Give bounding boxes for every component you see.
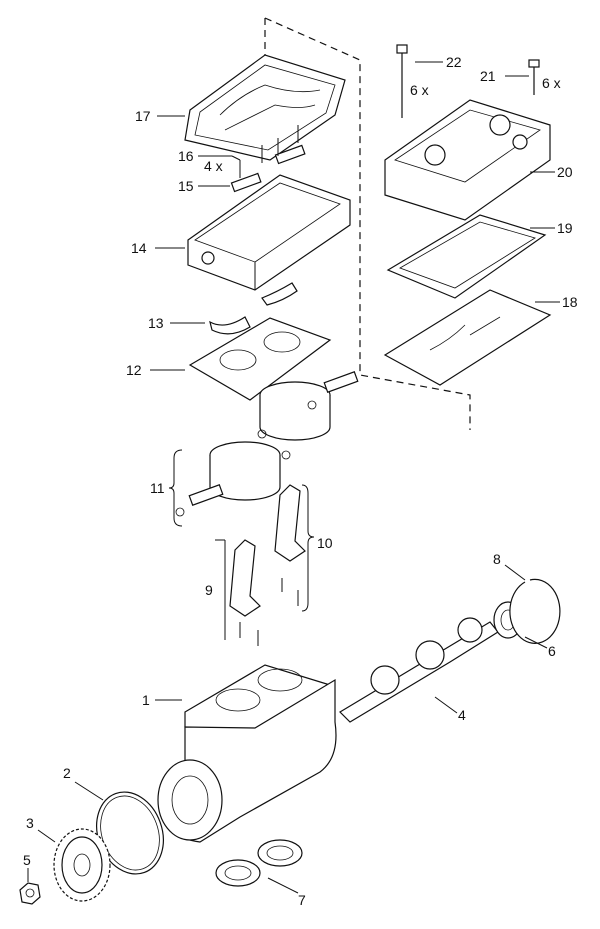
- part-15-clamp-plates: [230, 144, 306, 193]
- dashed-group-outline: [264, 17, 471, 430]
- label-16: 16: [178, 148, 194, 164]
- part-19-gasket: [386, 214, 547, 299]
- label-7: 7: [298, 892, 306, 908]
- label-4: 4: [458, 707, 466, 723]
- label-8: 8: [493, 551, 501, 567]
- label-10: 10: [317, 535, 333, 551]
- label-2: 2: [63, 765, 71, 781]
- part-9-10-connecting-rods: [229, 484, 306, 646]
- part-14-valve-body: [187, 174, 351, 291]
- part-22-long-bolt: [396, 44, 408, 118]
- label-13: 13: [148, 315, 164, 331]
- part-4-crankshaft: [339, 617, 499, 723]
- label-9: 9: [205, 582, 213, 598]
- label-22: 22: [446, 54, 462, 70]
- label-qty-16: 4 x: [204, 158, 223, 174]
- part-11-pistons: [175, 371, 359, 517]
- part-1-crankcase: [157, 664, 337, 843]
- part-12-valve-plate: [188, 317, 332, 401]
- label-qty-22: 6 x: [410, 82, 429, 98]
- leader-lines: [27, 61, 560, 894]
- label-15: 15: [178, 178, 194, 194]
- part-2-o-ring: [96, 791, 164, 875]
- label-1: 1: [142, 692, 150, 708]
- part-21-bolt: [528, 59, 540, 95]
- part-16-bolts: [239, 125, 299, 178]
- label-18: 18: [562, 294, 578, 310]
- label-14: 14: [131, 240, 147, 256]
- label-21: 21: [480, 68, 496, 84]
- label-19: 19: [557, 220, 573, 236]
- part-20-cylinder-head: [384, 99, 551, 221]
- label-6: 6: [548, 643, 556, 659]
- part-18-plate: [383, 289, 552, 386]
- label-20: 20: [557, 164, 573, 180]
- label-5: 5: [23, 852, 31, 868]
- label-17: 17: [135, 108, 151, 124]
- label-11: 11: [150, 480, 165, 496]
- part-7-covers: [215, 839, 303, 887]
- label-12: 12: [126, 362, 142, 378]
- part-13-reed-valves: [209, 282, 298, 335]
- part-3-gear: [53, 828, 111, 902]
- label-qty-21: 6 x: [542, 75, 561, 91]
- part-8-snap-ring: [509, 578, 561, 644]
- part-17-top-gasket: [184, 54, 346, 161]
- part-5-nut: [19, 882, 41, 905]
- label-3: 3: [26, 815, 34, 831]
